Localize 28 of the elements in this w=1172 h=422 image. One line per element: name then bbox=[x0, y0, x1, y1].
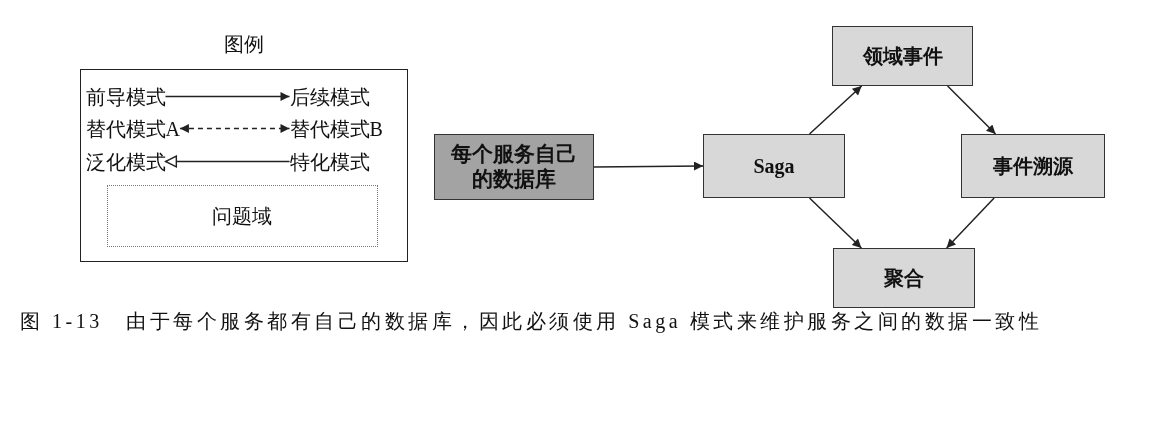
node-label: 每个服务自己的数据库 bbox=[450, 141, 578, 193]
process-box bbox=[833, 248, 975, 308]
arrow bbox=[164, 155, 291, 168]
pattern-label: 后续模式 bbox=[289, 84, 370, 109]
pattern-label: 特化模式 bbox=[289, 149, 370, 174]
domain-box bbox=[106, 184, 378, 247]
pattern-label: 前导模式 bbox=[85, 84, 166, 109]
pattern-label: 替代模式A bbox=[85, 116, 180, 141]
arrow bbox=[808, 197, 863, 249]
process-box bbox=[961, 134, 1105, 198]
arrow bbox=[164, 92, 291, 101]
arrow bbox=[808, 85, 863, 135]
node-label: Saga bbox=[752, 154, 796, 178]
node-label: 领域事件 bbox=[861, 44, 944, 68]
node-label: 事件溯源 bbox=[992, 154, 1074, 178]
arrow bbox=[945, 197, 995, 249]
arrow bbox=[179, 124, 291, 133]
pattern-label: 替代模式B bbox=[289, 116, 383, 141]
pattern-label: 泛化模式 bbox=[85, 149, 166, 174]
node-label: 聚合 bbox=[883, 266, 925, 290]
figure-caption: 图 1-13 由于每个服务都有自己的数据库，因此必须使用 Saga 模式来维护服务之间的数据一致性 bbox=[20, 309, 1044, 335]
process-box bbox=[832, 26, 973, 86]
legend-title: 图例 bbox=[223, 32, 265, 56]
arrow bbox=[593, 161, 704, 171]
arrow bbox=[946, 85, 997, 135]
node-label: 问题域 bbox=[211, 203, 273, 228]
process-box bbox=[434, 134, 594, 200]
process-box bbox=[703, 134, 845, 198]
